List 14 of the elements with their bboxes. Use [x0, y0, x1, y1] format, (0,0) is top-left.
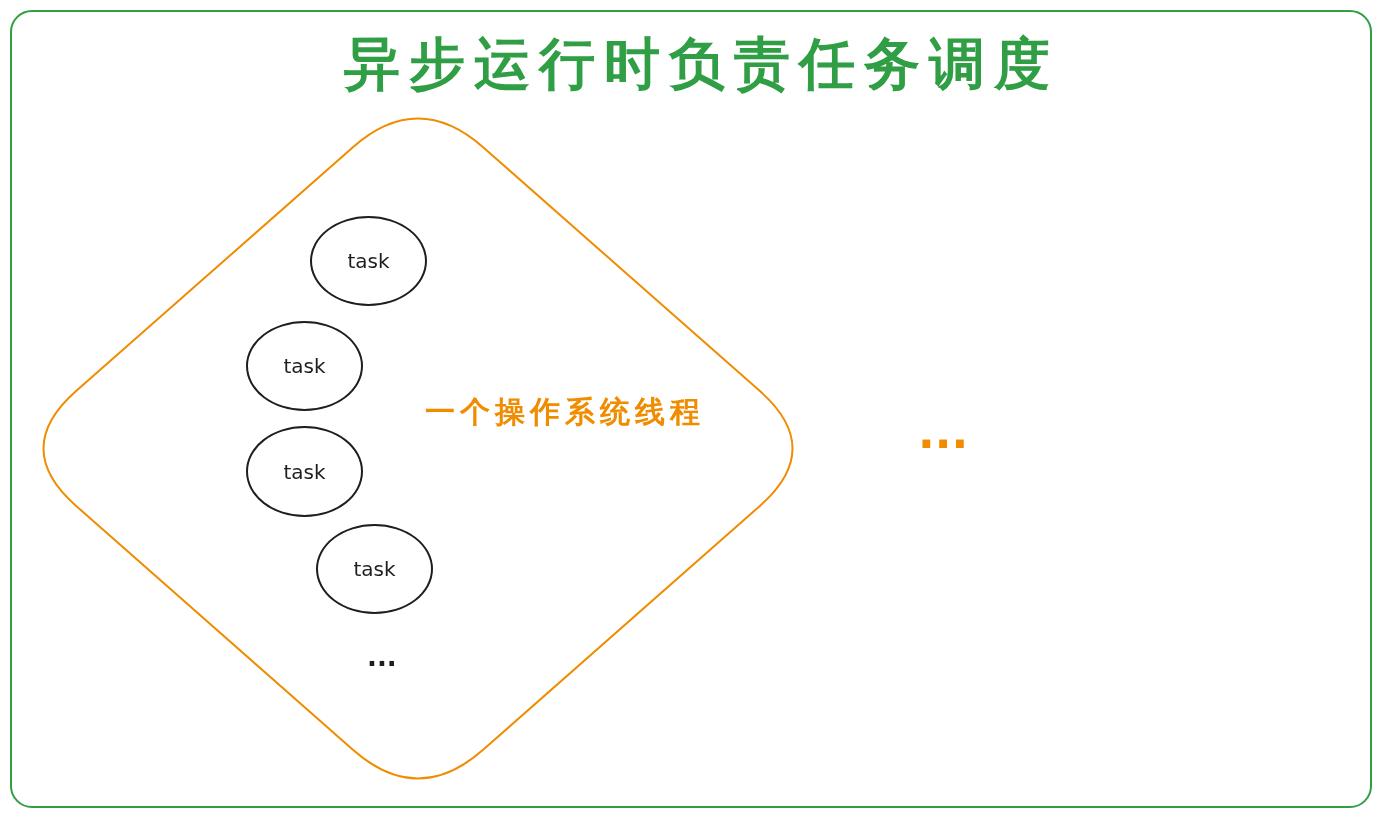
ellipse-node: [246, 321, 363, 411]
title: 异步运行时负责任务调度: [344, 36, 1059, 92]
ellipse-node: [310, 216, 427, 306]
rounded-diamond: [42, 117, 794, 780]
ellipse-node: [246, 426, 363, 517]
node-label: 一个操作系统线程: [425, 397, 705, 427]
node-label: task: [347, 251, 390, 271]
node-label: task: [283, 356, 326, 376]
rounded-frame: [10, 10, 1372, 808]
node-label: task: [353, 559, 396, 579]
ellipsis: ...: [918, 411, 969, 455]
node-label: task: [283, 461, 326, 482]
ellipsis: ...: [367, 644, 397, 670]
ellipse-node: [316, 524, 433, 614]
